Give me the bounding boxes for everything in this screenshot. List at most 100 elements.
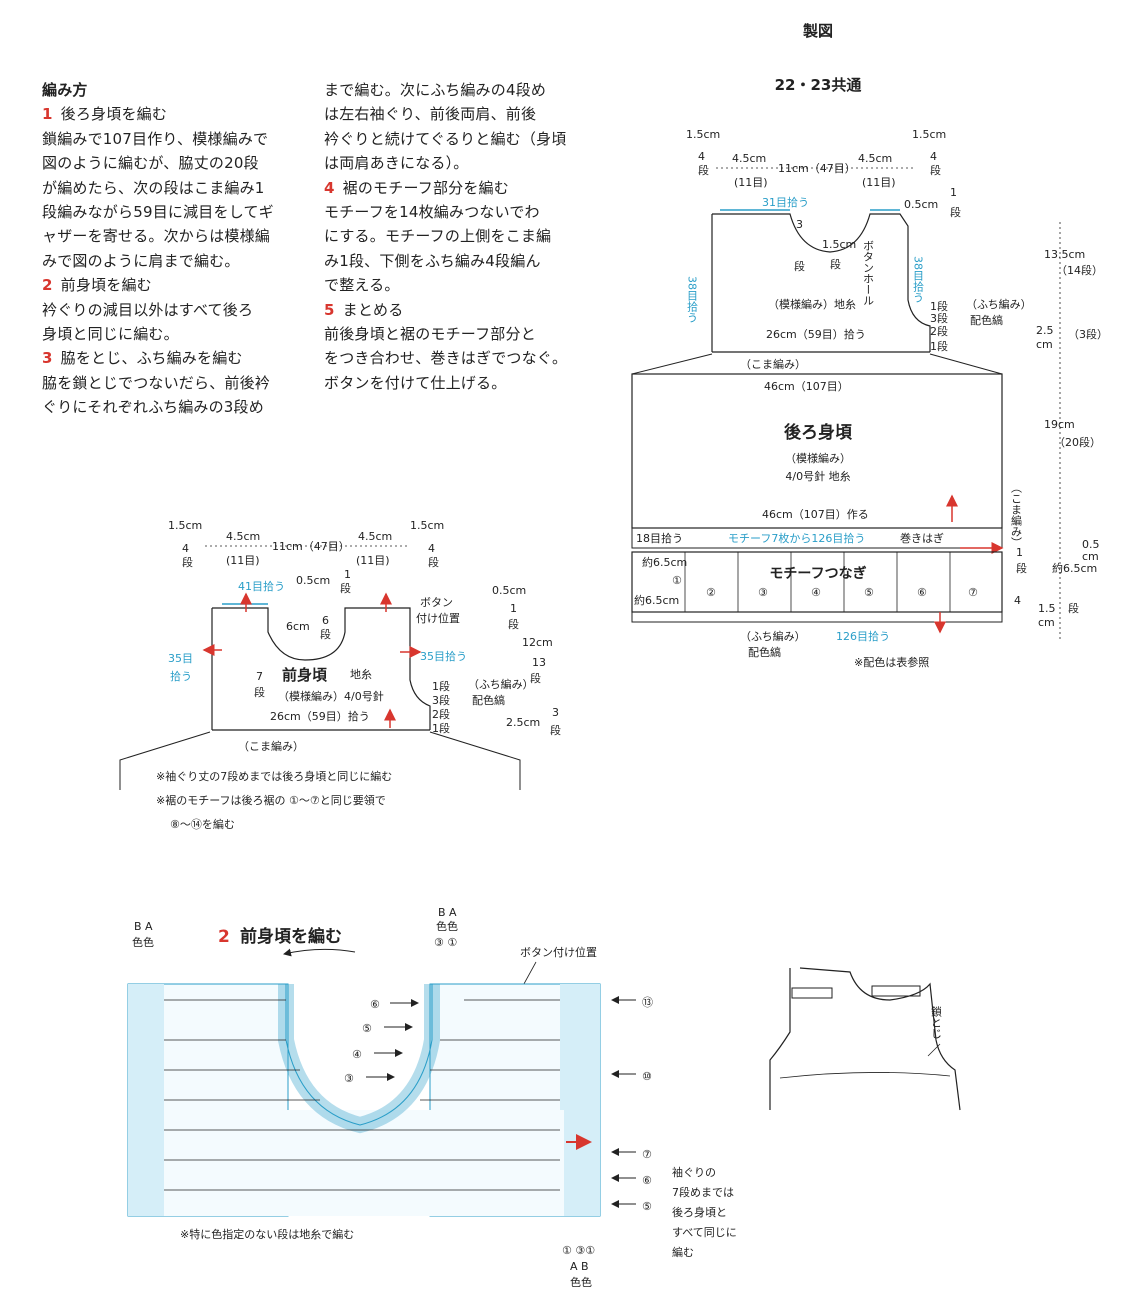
motif-title: モチーフつなぎ: [769, 565, 866, 582]
dim: 11cm（47目）: [778, 162, 856, 175]
dim: 0.5cm: [296, 574, 330, 587]
back-body-title: 後ろ身頃: [784, 422, 853, 443]
dim: 段: [340, 581, 351, 595]
edge-row: 2段: [930, 324, 948, 338]
dim: 3: [552, 706, 559, 719]
instructions-heading: 編み方: [42, 81, 88, 99]
step-line: ャザーを寄せる。次からは模様編: [42, 227, 271, 246]
edge-note: 配色縞: [472, 693, 505, 707]
motif-dim: 約6.5cm: [634, 593, 679, 607]
koma-vertical: （こま編み）: [1010, 482, 1023, 548]
front-body-title: 前身頃: [282, 666, 328, 684]
dim: 4.5cm: [858, 152, 892, 165]
front-note: ※袖ぐり丈の7段めまでは後ろ身頃と同じに編む: [156, 769, 392, 783]
step-line: が編めたら、次の段はこま編み1: [42, 178, 265, 197]
row-marker: ⑤: [362, 1022, 372, 1035]
width-top: 46cm（107目）: [764, 380, 849, 393]
motif-num: ②: [706, 586, 716, 599]
chart-label: ③ ①: [434, 936, 457, 949]
edge-note: （ふち編み）: [966, 297, 1032, 311]
dim: 13: [532, 656, 546, 669]
dim: 1.5cm: [822, 238, 856, 251]
fuchi-label: 配色縞: [748, 645, 781, 659]
dim: (11目): [862, 176, 896, 189]
side-note: 編む: [672, 1245, 694, 1259]
step-line: 脇を鎖とじでつないだら、前後衿: [42, 373, 271, 392]
pick-label: 18目拾う: [636, 531, 683, 545]
fuchi-label: （ふち編み）: [740, 629, 806, 643]
front-note: ⑧～⑭を編む: [170, 817, 235, 831]
chart-title: 前身頃を編む: [240, 926, 342, 947]
step-line: 衿ぐりと続けてぐるりと編む（身頃: [324, 129, 567, 148]
step-line: みで図のように肩まで編む。: [42, 251, 240, 270]
dim: cm: [1036, 338, 1053, 351]
pick-label: 31目拾う: [762, 195, 809, 209]
dim: 19cm: [1044, 418, 1075, 431]
dim: 4: [698, 150, 705, 163]
instructions-col2: まで編む。次にふち編みの4段め は左右袖ぐり、前後両肩、前後 衿ぐりと続けてぐる…: [324, 78, 584, 395]
row-marker: ③: [344, 1072, 354, 1085]
edge-row: 1段: [930, 299, 948, 313]
yoke-label: （模様編み）地糸: [768, 297, 856, 311]
dim: 約6.5cm: [1052, 561, 1097, 575]
step-line: は左右袖ぐり、前後両肩、前後: [324, 105, 537, 124]
dim: 段: [794, 259, 805, 273]
dim: 13.5cm: [1044, 248, 1085, 261]
dim: 段: [320, 627, 331, 641]
dim: 1.5cm: [912, 128, 946, 141]
motif-num: ⑤: [864, 586, 874, 599]
motif-num: ⑦: [968, 586, 978, 599]
koma-label: （こま編み）: [740, 357, 806, 371]
dim: 6: [322, 614, 329, 627]
edge-row: 2段: [432, 707, 450, 721]
body-label: （模様編み）: [785, 451, 851, 465]
dim: 段: [930, 163, 941, 177]
dim: 段: [1016, 561, 1027, 575]
dim: (11目): [356, 554, 390, 567]
step-line: 前後身頃と裾のモチーフ部分と: [324, 325, 536, 344]
yarn-label: 地糸: [350, 668, 372, 681]
dim: 段: [950, 205, 961, 219]
step-line: は両肩あきになる）。: [324, 154, 469, 173]
side-note: 7段めまでは: [672, 1185, 734, 1199]
chart-label: 色色: [570, 1275, 592, 1289]
edge-row: 1段: [432, 721, 450, 735]
dim: 0.5: [1082, 538, 1100, 551]
row-marker: ⑦: [642, 1148, 652, 1161]
edge-row: 1段: [930, 339, 948, 353]
dim: 段: [254, 685, 265, 699]
dim: 4.5cm: [732, 152, 766, 165]
dim: 1: [510, 602, 517, 615]
edge-note: （ふち編み）: [468, 677, 534, 691]
dim: 6cm: [286, 620, 310, 633]
row-marker: ④: [352, 1048, 362, 1061]
row-marker: ⑥: [642, 1174, 652, 1187]
edge-note: 配色縞: [970, 313, 1003, 327]
chart-label: 色色: [436, 919, 458, 933]
pick-label: 126目拾う: [836, 629, 890, 643]
button-label: 付け位置: [416, 611, 460, 625]
dim: 1.5: [1038, 602, 1056, 615]
color-note: ※配色は表参照: [854, 655, 929, 669]
step-line: 鎖編みで107目作り、模様編みで: [42, 129, 269, 148]
motif-num: ①: [672, 574, 682, 587]
button-loop-label: ボタンホール: [862, 240, 875, 306]
step-line: ぐりにそれぞれふち編みの3段め: [42, 398, 264, 417]
side-note: 袖ぐりの: [672, 1165, 716, 1179]
needle-label: 4/0号針 地糸: [785, 469, 850, 483]
dim: 2.5cm: [506, 716, 540, 729]
chart-label: B A: [134, 920, 153, 933]
pick-label: 41目拾う: [238, 579, 285, 593]
dim: 0.5cm: [492, 584, 526, 597]
crochet-chart: 2 前身頃を編む B A 色色 B A 色色 ③ ① ボタン付け位置 ⑥: [127, 906, 737, 1289]
step-line: 段編みながら59目に減目をしてギ: [42, 203, 274, 222]
dim: cm: [1038, 616, 1055, 629]
chart-bottom-note: ※特に色指定のない段は地糸で編む: [180, 1227, 354, 1241]
dim: 段: [830, 257, 841, 271]
dim: （14段）: [1056, 263, 1103, 277]
dim: 0.5cm: [904, 198, 938, 211]
